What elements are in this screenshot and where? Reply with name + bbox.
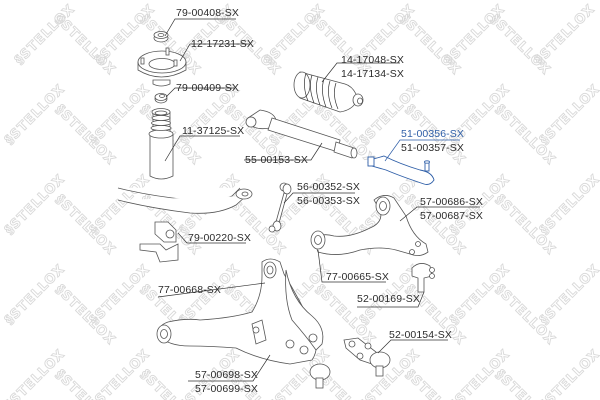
label-bump-stop[interactable]: 11-37125-SX (182, 125, 245, 137)
label-lower-arm-1[interactable]: 57-00698-SX (195, 369, 258, 381)
label-upper-arm-1[interactable]: 57-00686-SX (420, 196, 483, 208)
steering-boot-part[interactable] (293, 71, 364, 113)
label-tie-rod-end-1[interactable]: 51-00356-SX (401, 128, 464, 140)
label-steering-boot-1[interactable]: 14-17048-SX (341, 54, 404, 66)
upper-control-arm-part[interactable] (313, 195, 429, 256)
label-stab-bushing[interactable]: 79-00220-SX (188, 232, 251, 244)
knuckle-part[interactable] (285, 269, 331, 389)
label-lower-arm-2[interactable]: 57-00699-SX (195, 383, 258, 395)
strut-mount-part[interactable] (137, 47, 187, 87)
label-stab-link-2[interactable]: 56-00353-SX (297, 195, 360, 207)
label-tie-rod[interactable]: 55-00153-SX (245, 154, 308, 166)
stabilizer-link-part[interactable] (268, 182, 292, 233)
label-strut-mount[interactable]: 12-17231-SX (191, 38, 254, 50)
label-upper-arm-bushing[interactable]: 77-00665-SX (326, 271, 389, 283)
lower-control-arm-part[interactable] (156, 258, 317, 365)
upper-arm-bushing-part[interactable] (310, 230, 326, 250)
label-lower-arm-bushing[interactable]: 77-00668-SX (158, 284, 221, 296)
stabilizer-bushing-part[interactable] (139, 221, 179, 263)
label-upper-ball-joint[interactable]: 52-00169-SX (357, 293, 420, 305)
lower-ball-joint-part[interactable] (343, 337, 391, 377)
strut-bearing-part[interactable] (154, 93, 168, 104)
label-tie-rod-end-2[interactable]: 51-00357-SX (401, 142, 464, 154)
strut-washer-part[interactable] (153, 31, 169, 43)
stabilizer-bar-part[interactable] (117, 187, 253, 214)
label-strut-bearing[interactable]: 79-00409-SX (176, 82, 239, 94)
label-upper-arm-2[interactable]: 57-00687-SX (420, 210, 483, 222)
label-steering-boot-2[interactable]: 14-17134-SX (341, 68, 404, 80)
label-stab-link-1[interactable]: 56-00352-SX (297, 181, 360, 193)
label-lower-ball-joint[interactable]: 52-00154-SX (389, 329, 452, 341)
leader-lines (157, 18, 480, 382)
bump-stop-part[interactable] (148, 108, 174, 180)
tie-rod-part[interactable] (245, 109, 358, 159)
upper-ball-joint-part[interactable] (411, 263, 435, 293)
label-strut-washer[interactable]: 79-00408-SX (176, 7, 239, 19)
tie-rod-end-part[interactable] (367, 155, 435, 185)
